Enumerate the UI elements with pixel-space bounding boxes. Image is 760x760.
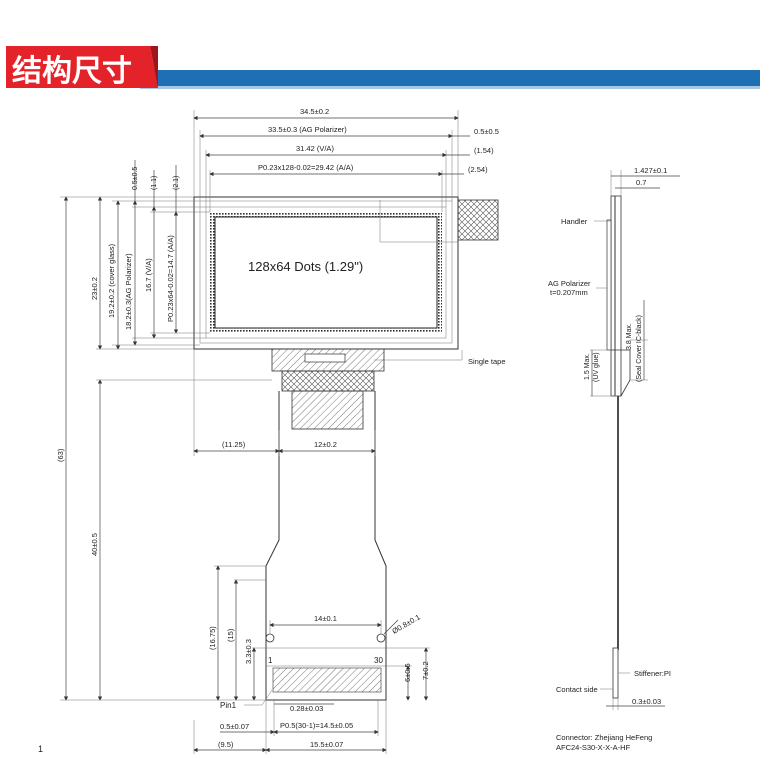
ic-chip (304, 353, 346, 363)
single-tape (281, 370, 375, 392)
label-height-a: 6±0.5 (403, 663, 412, 682)
fpc-contact-pins (272, 667, 382, 693)
label-pin-width: 0.28±0.03 (290, 704, 323, 713)
label-tail-c: 3.3±0.3 (244, 639, 253, 664)
single-tape-label: Single tape (468, 357, 506, 366)
side-stiffener (612, 647, 619, 699)
side-glass (610, 195, 622, 397)
left-dimensions: (63) 23±0.2 40±0.5 19.2±0.2 (cover glass… (56, 160, 272, 701)
label-top-offset-c: (2.1) (173, 176, 180, 190)
header-title: 结构尺寸 (12, 54, 132, 89)
label-ag-polarizer: AG Polarizer (548, 279, 591, 288)
fpc-outline (265, 391, 387, 701)
display-active-area (214, 216, 438, 329)
label-seal-height: 3.8 Max. (626, 323, 633, 350)
pin-last-label: 30 (374, 656, 383, 665)
va-outline (205, 206, 447, 339)
front-view: 128x64 Dots (1.29") Single tape 1 30 Pin… (193, 196, 506, 710)
fpc-neck-hatch (291, 390, 364, 430)
label-uv-glue-height: 1.5 Max. (584, 353, 591, 380)
top-dimensions: 34.5±0.2 33.5±0.3 (AG Polarizer) 0.5±0.5… (193, 107, 499, 212)
header-blue-band (140, 70, 760, 86)
label-polarizer-offset: 0.5±0.5 (474, 127, 499, 136)
label-polarizer-height: 18.2±0.3(AG Polarizer) (124, 253, 133, 330)
pin1-label: Pin1 (220, 701, 237, 710)
polarizer-tab (457, 199, 499, 241)
label-fpc-length: 40±0.5 (90, 533, 99, 556)
label-hole: Ø0.8±0.1 (391, 613, 422, 636)
label-polarizer-thickness: t=0.207mm (550, 288, 588, 297)
label-handler: Handler (561, 217, 588, 226)
label-va-offset-right: (1.54) (474, 146, 494, 155)
label-bottom-left: (9.5) (218, 740, 234, 749)
label-total-height: (63) (56, 448, 65, 462)
label-height-b: 7±0.2 (421, 661, 430, 680)
label-stiffener-thickness: 0.3±0.03 (632, 697, 661, 706)
label-stiffener: Stiffener:PI (634, 669, 671, 678)
header-red-tab (6, 46, 158, 88)
pin-first-label: 1 (268, 656, 273, 665)
stray-glyph: 1 (38, 744, 43, 754)
label-bottom-width: 15.5±0.07 (310, 740, 343, 749)
label-top-offset-b: (1.1) (151, 176, 158, 190)
label-contact-side: Contact side (556, 685, 598, 694)
panel-label: 128x64 Dots (1.29") (248, 259, 363, 274)
label-aa-height: P0.23x64-0.02=14.7 (A/A) (166, 235, 175, 322)
section-header: 结构尺寸 (6, 46, 760, 89)
label-tail-b: (15) (226, 628, 235, 642)
label-uv-glue: (UV glue) (593, 352, 600, 382)
connector-line-2: AFC24-S30-X-X-A-HF (556, 743, 631, 752)
side-view: 1.427±0.1 0.7 Handler AG Polarizer t=0.2… (548, 166, 680, 752)
label-overall-width: 34.5±0.2 (300, 107, 329, 116)
label-polarizer-width: 33.5±0.3 (AG Polarizer) (268, 125, 347, 134)
single-tape-leader (374, 350, 463, 361)
label-pitch: P0.5(30-1)=14.5±0.05 (280, 721, 353, 730)
header-band-shadow (140, 86, 760, 89)
label-aa-offset-right: (2.54) (468, 165, 488, 174)
tab-leader (379, 200, 458, 243)
label-va-width: 31.42 (V/A) (296, 144, 334, 153)
label-seal: (Seal Cover IC-black) (636, 315, 643, 382)
label-glass-thickness: 0.7 (636, 178, 646, 187)
label-va-height: 16.7 (V/A) (144, 258, 153, 292)
label-cover-glass: 19.2±0.2 (cover glass) (107, 243, 116, 318)
side-ic-seal (611, 349, 631, 397)
header-tab-fold (150, 46, 158, 88)
label-thickness-total: 1.427±0.1 (634, 166, 667, 175)
pin1-leader (244, 689, 273, 706)
fpc-hole-right (376, 633, 386, 643)
label-fpc-left-offset: (11.25) (222, 440, 246, 449)
polarizer-outline (199, 200, 453, 344)
label-aa-width: P0.23x128-0.02=29.42 (A/A) (258, 163, 354, 172)
label-tail-a: (16.75) (208, 626, 217, 650)
label-top-offset-a: 0.5±0.5 (132, 167, 139, 190)
label-edge-offset: 0.5±0.07 (220, 722, 249, 731)
connector-line-1: Connector: Zhejiang HeFeng (556, 733, 652, 742)
label-fpc-width: 12±0.2 (314, 440, 337, 449)
label-glass-height: 23±0.2 (90, 277, 99, 300)
side-polarizer (606, 219, 612, 351)
label-pad-span: 14±0.1 (314, 614, 337, 623)
fpc-hole-left (265, 633, 275, 643)
